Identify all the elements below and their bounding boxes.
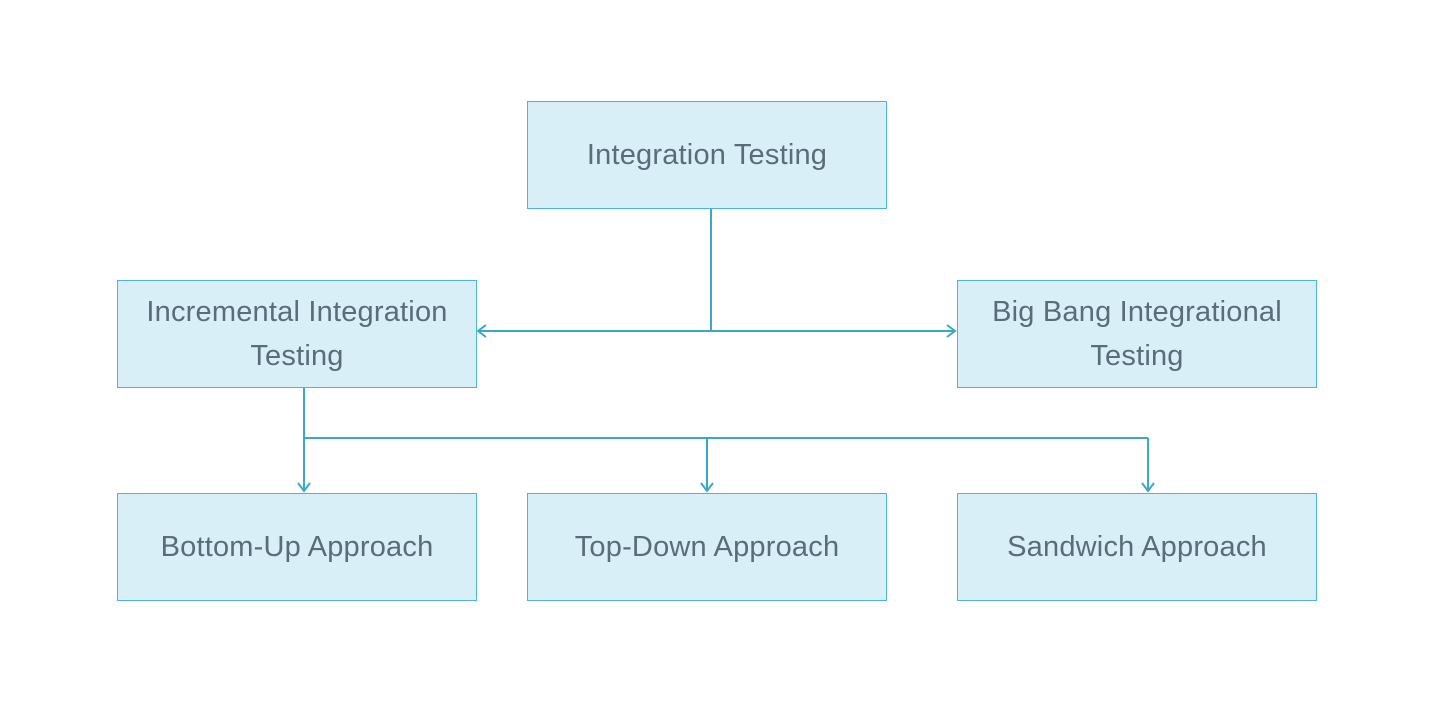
arrowhead-incremental bbox=[476, 324, 487, 338]
node-bottom-up-approach: Bottom-Up Approach bbox=[117, 493, 477, 601]
node-big-bang-integrational-testing: Big Bang Integrational Testing bbox=[957, 280, 1317, 388]
arrowhead-topdown bbox=[700, 482, 714, 493]
arrowhead-sandwich bbox=[1141, 482, 1155, 493]
node-integration-testing: Integration Testing bbox=[527, 101, 887, 209]
node-label: Sandwich Approach bbox=[1007, 531, 1267, 563]
node-label: Incremental Integration Testing bbox=[146, 296, 448, 372]
node-top-down-approach: Top-Down Approach bbox=[527, 493, 887, 601]
node-label: Bottom-Up Approach bbox=[160, 531, 434, 563]
node-sandwich-approach: Sandwich Approach bbox=[957, 493, 1317, 601]
node-incremental-integration-testing: Incremental Integration Testing bbox=[117, 280, 477, 388]
node-label: Big Bang Integrational Testing bbox=[992, 296, 1282, 372]
node-label: Integration Testing bbox=[586, 139, 828, 171]
arrowhead-bottomup bbox=[297, 482, 311, 493]
arrowhead-bigbang bbox=[946, 324, 957, 338]
node-label: Top-Down Approach bbox=[574, 531, 840, 563]
